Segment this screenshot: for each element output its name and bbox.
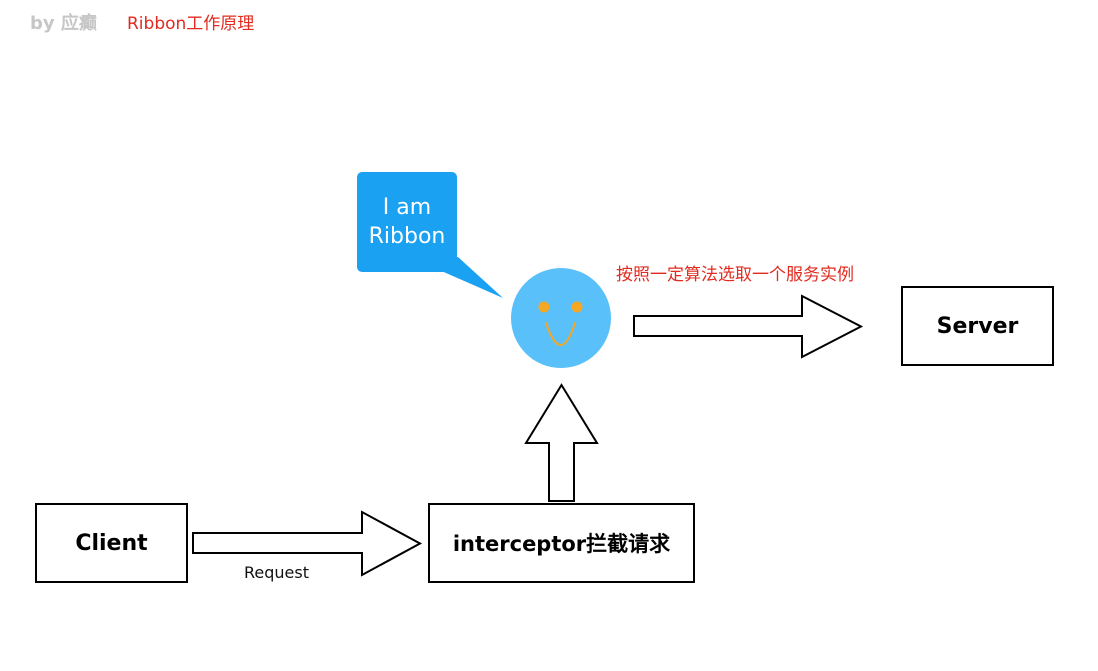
select-instance-label: 按照一定算法选取一个服务实例 — [616, 265, 854, 285]
interceptor-label: interceptor拦截请求 — [452, 532, 671, 556]
bubble-line-1: I am — [382, 195, 432, 220]
interceptor-node: interceptor拦截请求 — [428, 503, 695, 583]
smiley-face-features — [538, 301, 583, 346]
bubble-line-2: Ribbon — [368, 224, 446, 249]
request-label: Request — [244, 563, 309, 582]
ribbon-smiley-face — [511, 268, 611, 368]
smiley-right-eye — [571, 301, 583, 313]
server-label: Server — [936, 313, 1019, 339]
smiley-mouth — [545, 322, 576, 346]
client-label: Client — [75, 530, 148, 556]
author-byline: by 应癫 — [30, 13, 97, 34]
server-node: Server — [901, 286, 1054, 366]
ribbon-speech-bubble: I am Ribbon — [357, 172, 457, 272]
diagram-title: Ribbon工作原理 — [127, 14, 255, 34]
smiley-left-eye — [538, 301, 550, 313]
client-node: Client — [35, 503, 188, 583]
